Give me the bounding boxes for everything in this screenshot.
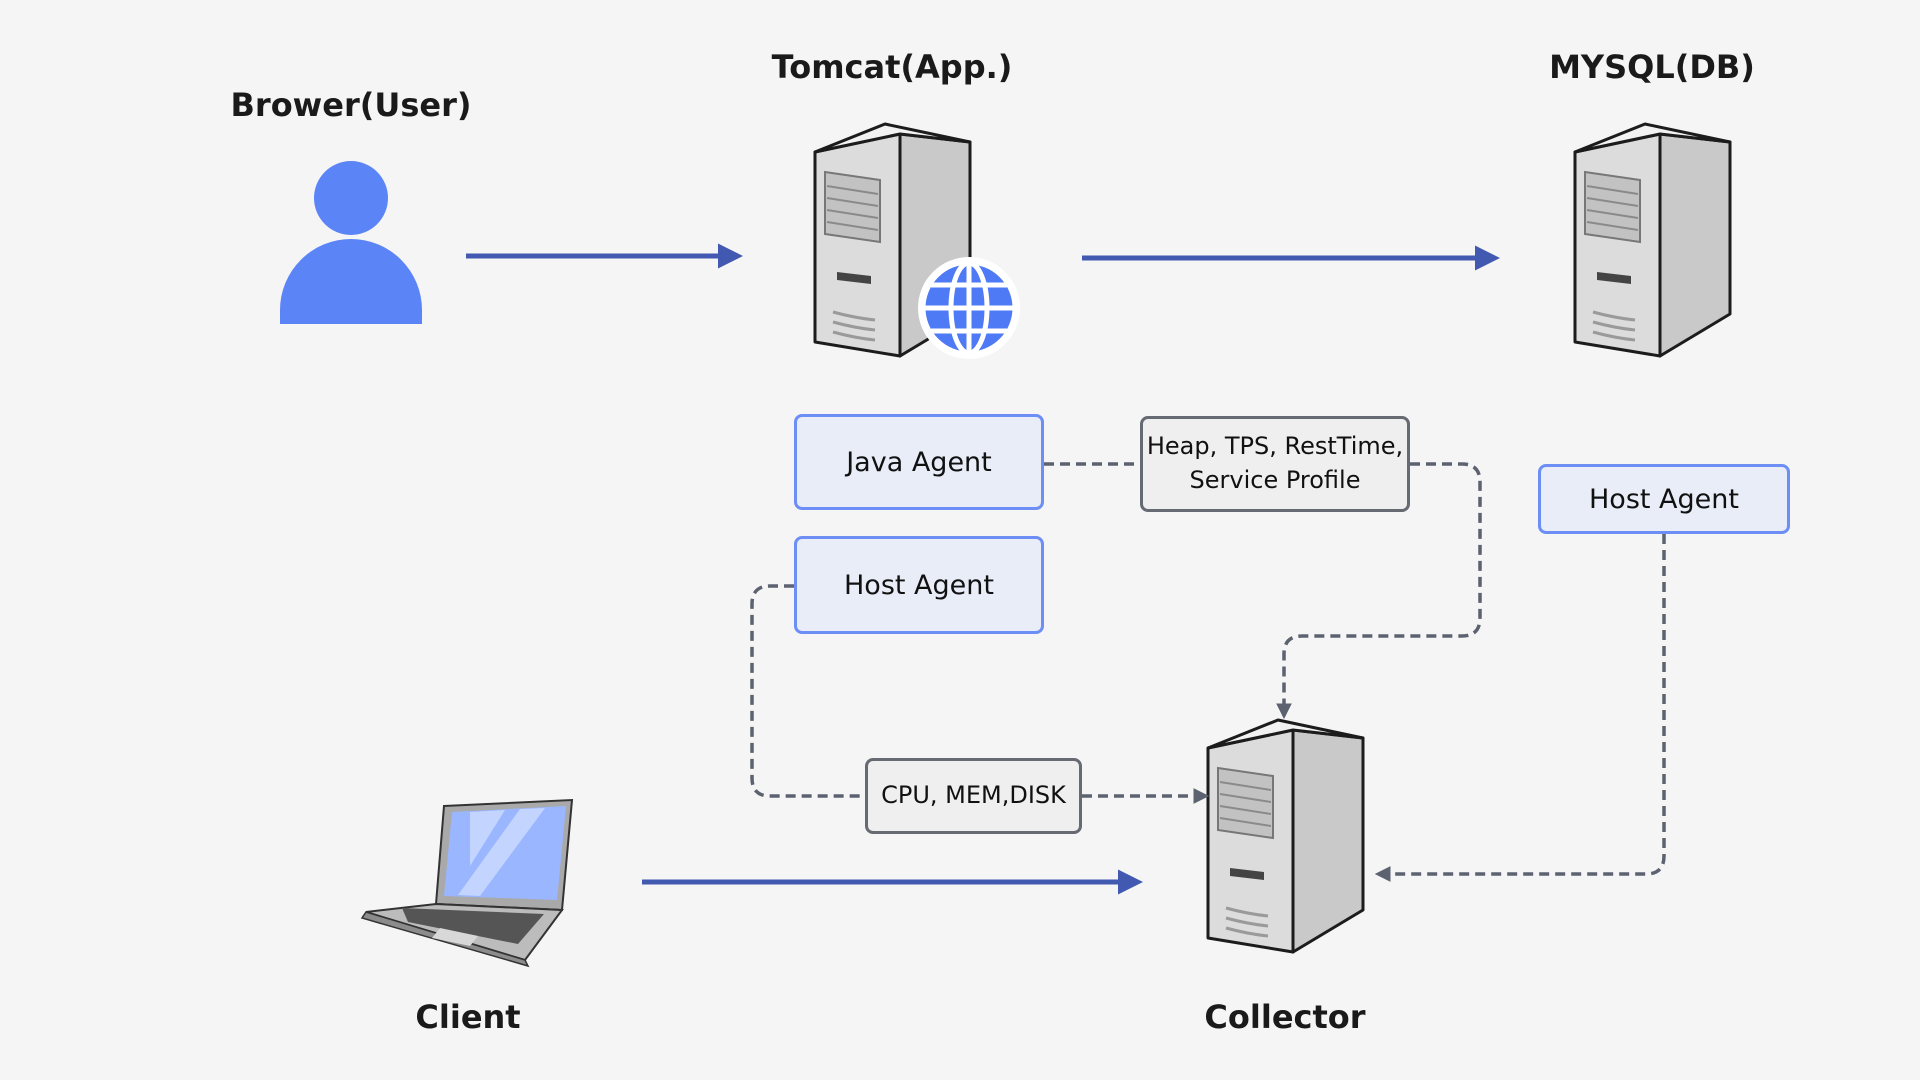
app-metrics-line-1: Heap, TPS, RestTime,: [1146, 432, 1404, 461]
app-metrics-line-2: Service Profile: [1189, 466, 1361, 494]
host-metrics-box: CPU, MEM,DISK: [865, 758, 1082, 834]
host-agent-db-box: Host Agent: [1538, 464, 1790, 534]
laptop-icon: [360, 798, 574, 968]
db-label: MYSQL(DB): [1549, 48, 1755, 86]
app-metrics-box: Heap, TPS, RestTime, Service Profile: [1140, 416, 1410, 512]
collector-server-icon: [1206, 718, 1365, 954]
db-server-icon: [1573, 122, 1732, 358]
db-host-agent-to-collector-line: [1374, 534, 1666, 882]
metrics-to-collector-line: [1276, 462, 1482, 720]
globe-icon: [918, 257, 1020, 359]
host-agent-app-box: Host Agent: [794, 536, 1044, 634]
web-server-icon: [813, 122, 1020, 359]
app-label: Tomcat(App.): [771, 48, 1013, 86]
person-icon: [280, 161, 422, 324]
client-label: Client: [415, 998, 521, 1036]
collector-label: Collector: [1204, 998, 1366, 1036]
java-agent-box: Java Agent: [794, 414, 1044, 510]
host-agent-to-cpu-line: [750, 584, 865, 798]
user-label: Brower(User): [230, 86, 472, 124]
